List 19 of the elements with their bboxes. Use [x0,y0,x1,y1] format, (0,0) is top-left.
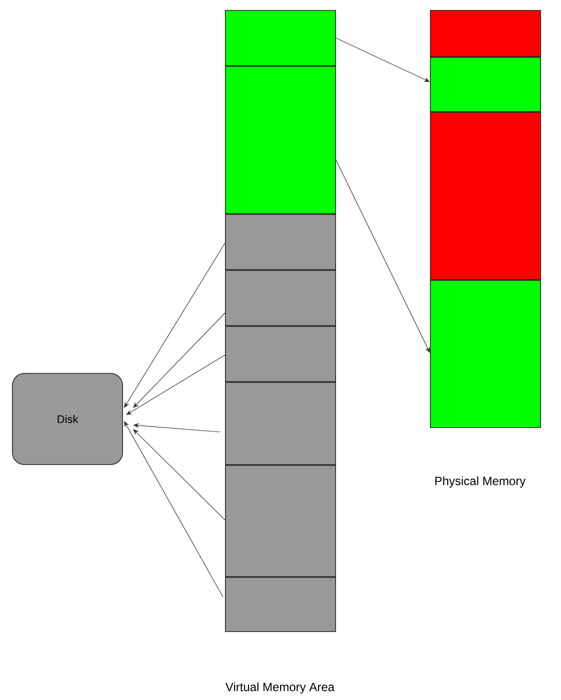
arrow [133,429,226,520]
arrow [336,38,430,82]
arrow [336,160,430,353]
memory-block [225,270,336,326]
memory-block [430,112,541,280]
memory-block [225,326,336,382]
memory-label: Physical Memory [435,476,526,488]
arrow [124,421,224,598]
arrow [133,312,226,408]
memory-block [430,10,541,57]
memory-block [225,214,336,270]
arrow [126,354,226,415]
memory-label: Virtual Memory Area [225,682,335,694]
memory-block [430,57,541,112]
memory-block [225,10,336,66]
arrow [124,242,226,408]
memory-block [225,577,336,632]
memory-block [225,382,336,465]
memory-block [430,280,541,428]
